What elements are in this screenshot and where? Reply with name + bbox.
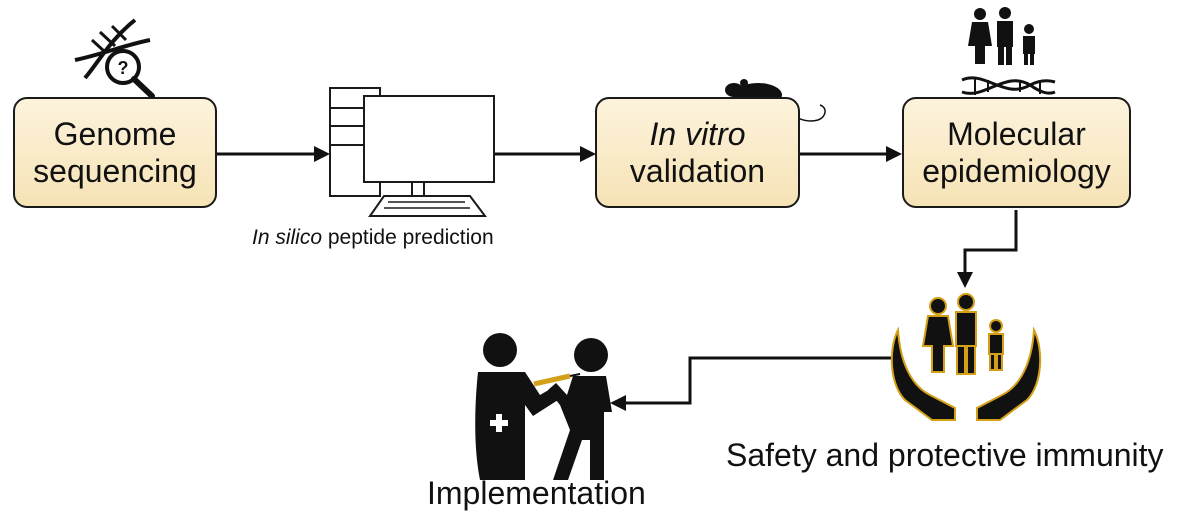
family-dna-icon (961, 7, 1056, 95)
in-silico-caption-italic: In silico (252, 226, 323, 249)
implementation-caption: Implementation (427, 475, 646, 511)
genome-sequencing-line2: sequencing (33, 152, 197, 189)
molecular-epidemiology-line2: epidemiology (922, 152, 1111, 189)
computer-icon (329, 87, 495, 217)
molecular-epidemiology-line1: Molecular (947, 115, 1086, 152)
arrow-molecular-to-safety (957, 210, 1018, 288)
safety-immunity-caption: Safety and protective immunity (726, 437, 1164, 473)
svg-text:?: ? (118, 58, 129, 78)
in-silico-caption: In silico peptide prediction (252, 226, 494, 250)
family-hands-icon (890, 293, 1042, 421)
in-silico-caption-rest: peptide prediction (322, 226, 494, 249)
doctor-vaccination-icon (475, 333, 612, 480)
molecular-epidemiology-box: Molecular epidemiology (902, 97, 1131, 208)
in-vitro-validation-line2: validation (629, 152, 766, 189)
genome-sequencing-box: Genome sequencing (13, 97, 217, 208)
genome-sequencing-line1: Genome (53, 115, 177, 152)
dna-magnifier-icon: ? (74, 18, 155, 99)
in-vitro-validation-box: In vitro validation (595, 97, 800, 208)
arrow-safety-to-implementation (610, 356, 898, 411)
in-vitro-validation-line1: In vitro (649, 115, 746, 152)
